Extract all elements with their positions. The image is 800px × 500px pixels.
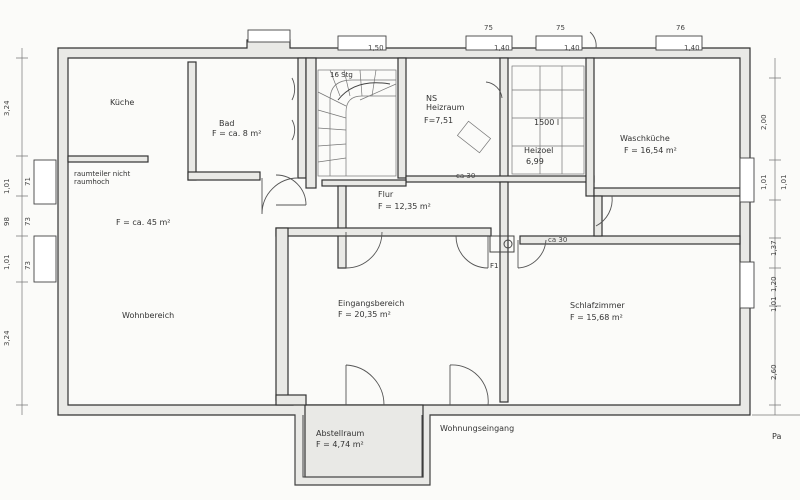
- dim-window-1: 1,50: [368, 44, 384, 52]
- dim-right-3: 1,01: [780, 174, 788, 190]
- room-schlaf-area: F = 15,68 m²: [570, 313, 623, 322]
- dim-left-small-3: 73: [24, 261, 32, 270]
- room-heizraum-area: F=7,51: [424, 116, 454, 125]
- dim-left-3: 98: [3, 217, 11, 226]
- outer-walls: [57, 39, 751, 486]
- room-eingang-area: F = 20,35 m²: [338, 310, 391, 319]
- room-eingang-name: Eingangsbereich: [338, 299, 405, 308]
- room-bad-area: F = ca. 8 m²: [212, 129, 262, 138]
- dim-left-small-2: 73: [24, 217, 32, 226]
- dim-window-4: 1,40: [684, 44, 700, 52]
- dim-right-7: 2,60: [770, 364, 778, 380]
- dim-left-5: 3,24: [3, 330, 11, 346]
- fuse-box-knob: [503, 239, 513, 249]
- room-flur-area: F = 12,35 m²: [378, 202, 431, 211]
- windows: [33, 29, 755, 309]
- dim-top-1: 75: [484, 24, 493, 32]
- dim-left-1: 3,24: [3, 100, 11, 116]
- dim-right-6: 1,01: [770, 296, 778, 312]
- dim-right-5: 1,20: [770, 276, 778, 292]
- dim-left-2: 1,01: [3, 178, 11, 194]
- dim-window-2: 1,40: [494, 44, 510, 52]
- ba-dim: ca 30: [548, 236, 568, 244]
- room-waschkueche-name: Waschküche: [620, 134, 670, 143]
- stair-label: 16 Stg: [330, 71, 353, 79]
- tank-area: 6,99: [526, 157, 544, 166]
- raumteiler-note: raumteiler nicht raumhoch: [74, 170, 131, 186]
- room-heizraum-name: NS Heizraum: [426, 94, 465, 112]
- corner-label: Pa: [772, 432, 782, 441]
- room-bad-name: Bad: [219, 119, 235, 128]
- dim-left-small-1: 71: [24, 177, 32, 186]
- dimension-lines: [16, 48, 800, 416]
- dim-top-2: 75: [556, 24, 565, 32]
- tank-capacity: 1500 l: [534, 118, 560, 127]
- fuse-box: [489, 235, 515, 253]
- room-abstell-area: F = 4,74 m²: [316, 440, 364, 449]
- dim-right-2: 1,01: [760, 174, 768, 190]
- interior-walls: [67, 57, 741, 406]
- doors: [261, 31, 613, 406]
- dim-right-1: 2,00: [760, 114, 768, 130]
- room-wohnbereich-name: Wohnbereich: [122, 311, 175, 320]
- oil-tanks: [511, 65, 585, 175]
- staircase: [317, 69, 397, 177]
- room-wohnbereich-area: F = ca. 45 m²: [116, 218, 171, 227]
- wohnungseingang-label: Wohnungseingang: [440, 424, 515, 433]
- room-schlaf-name: Schlafzimmer: [570, 301, 625, 310]
- dim-top-3: 76: [676, 24, 685, 32]
- dim-window-3: 1,40: [564, 44, 580, 52]
- room-abstell-name: Abstellraum: [316, 429, 365, 438]
- dim-left-4: 1,01: [3, 254, 11, 270]
- dim-right-4: 1,37: [770, 240, 778, 256]
- oil-label: Heizoel: [524, 146, 554, 155]
- room-waschkueche-area: F = 16,54 m²: [624, 146, 677, 155]
- heater-unit: [456, 120, 492, 154]
- ebs-dim: ca 30: [456, 172, 476, 180]
- f1-label: F1: [490, 262, 499, 270]
- room-flur-name: Flur: [378, 190, 394, 199]
- room-kueche-name: Küche: [110, 98, 135, 107]
